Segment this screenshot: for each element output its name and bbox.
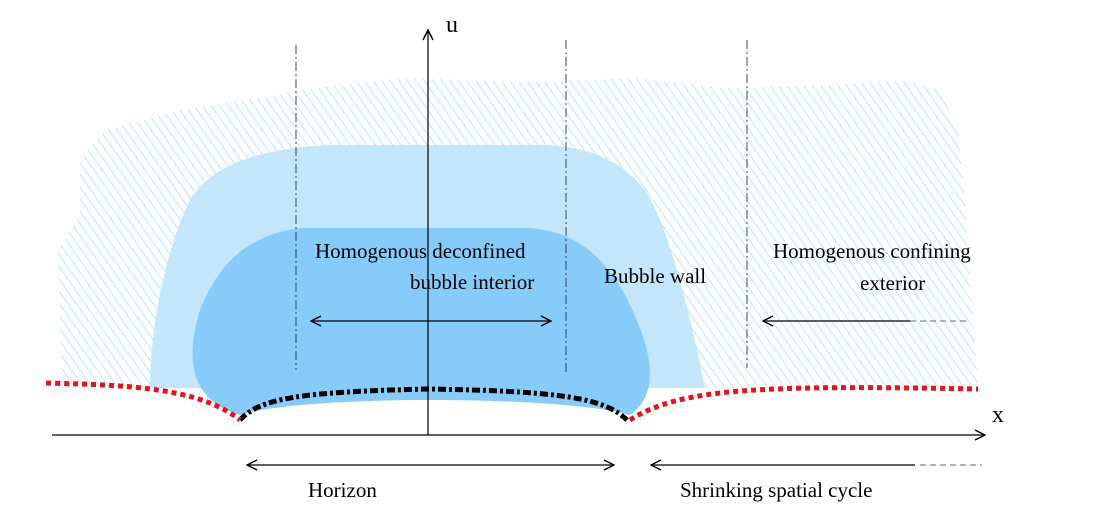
cycle-curve-right — [628, 385, 979, 423]
shrinking-cycle-label: Shrinking spatial cycle — [680, 478, 872, 502]
horizon-curve — [238, 386, 629, 422]
cycle-curve-left — [45, 380, 242, 422]
exterior-label-line1: Homogenous confining — [773, 239, 971, 263]
interior-label-line2: bubble interior — [410, 270, 534, 294]
exterior-label-line2: exterior — [860, 271, 925, 295]
interior-label-line1: Homogenous deconfined — [315, 239, 526, 263]
wall-label: Bubble wall — [604, 264, 706, 288]
horizon-label: Horizon — [308, 478, 377, 502]
x-axis-label: x — [992, 402, 1004, 428]
dashdot-guides — [295, 40, 748, 372]
u-axis-label: u — [446, 12, 458, 38]
